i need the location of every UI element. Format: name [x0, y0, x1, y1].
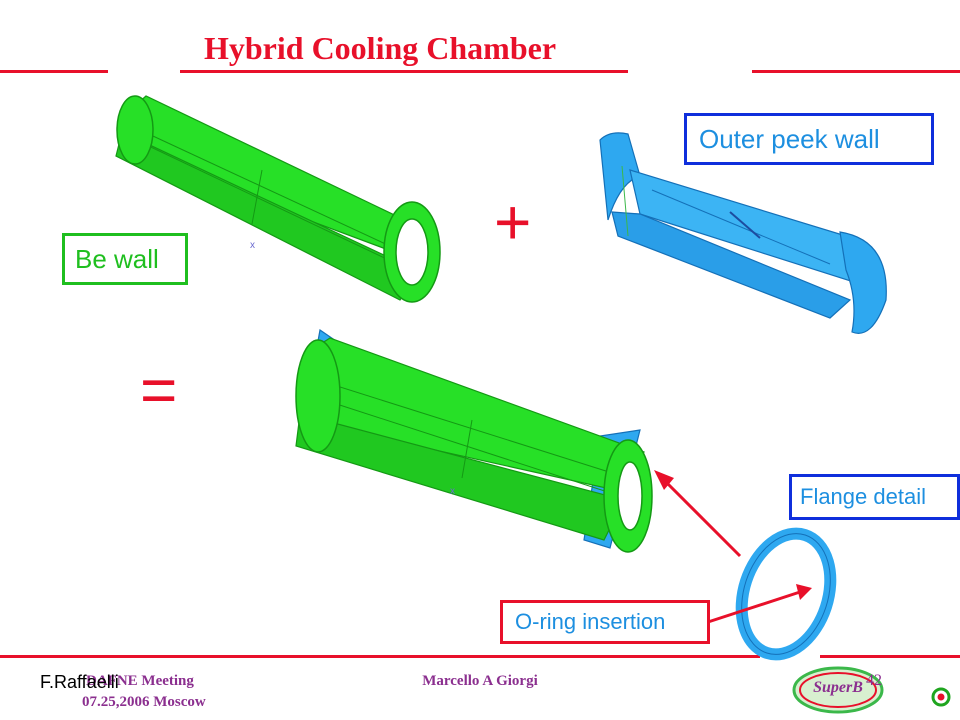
equals-sign: =: [140, 354, 178, 426]
outer-peek-wall-label: Outer peek wall: [684, 113, 934, 165]
footer-meeting: DAFNE Meeting: [86, 673, 194, 689]
flange-oring-image: [735, 527, 837, 661]
footer-date: 07.25,2006 Moscow: [82, 694, 206, 710]
be-wall-label: Be wall: [62, 233, 188, 285]
footer-author: Marcello A Giorgi: [422, 673, 538, 689]
footer-rule-right: [820, 655, 960, 658]
outer-peek-wall-image: [599, 132, 887, 334]
flange-detail-label: Flange detail: [789, 474, 960, 520]
header-rule-center: [180, 70, 628, 73]
target-icon: [931, 687, 951, 707]
header-rule-left: [0, 70, 108, 73]
annotation-arrows: [654, 470, 812, 624]
footer-rule-left: [0, 655, 760, 658]
header-rule-right: [752, 70, 960, 73]
svg-text:x: x: [250, 240, 255, 251]
be-wall-tube-image: x: [115, 95, 441, 303]
plus-sign: +: [494, 186, 532, 258]
superb-logo: [792, 666, 884, 714]
slide-title: Hybrid Cooling Chamber: [203, 30, 557, 66]
svg-text:x: x: [450, 486, 455, 497]
superb-logo-text: SuperB: [813, 679, 863, 696]
oring-insertion-label: O-ring insertion: [500, 600, 710, 644]
assembled-chamber-image: x: [295, 328, 653, 553]
footer-presenter: F.Raffaelli: [40, 672, 119, 692]
page-number: 42: [866, 672, 882, 689]
